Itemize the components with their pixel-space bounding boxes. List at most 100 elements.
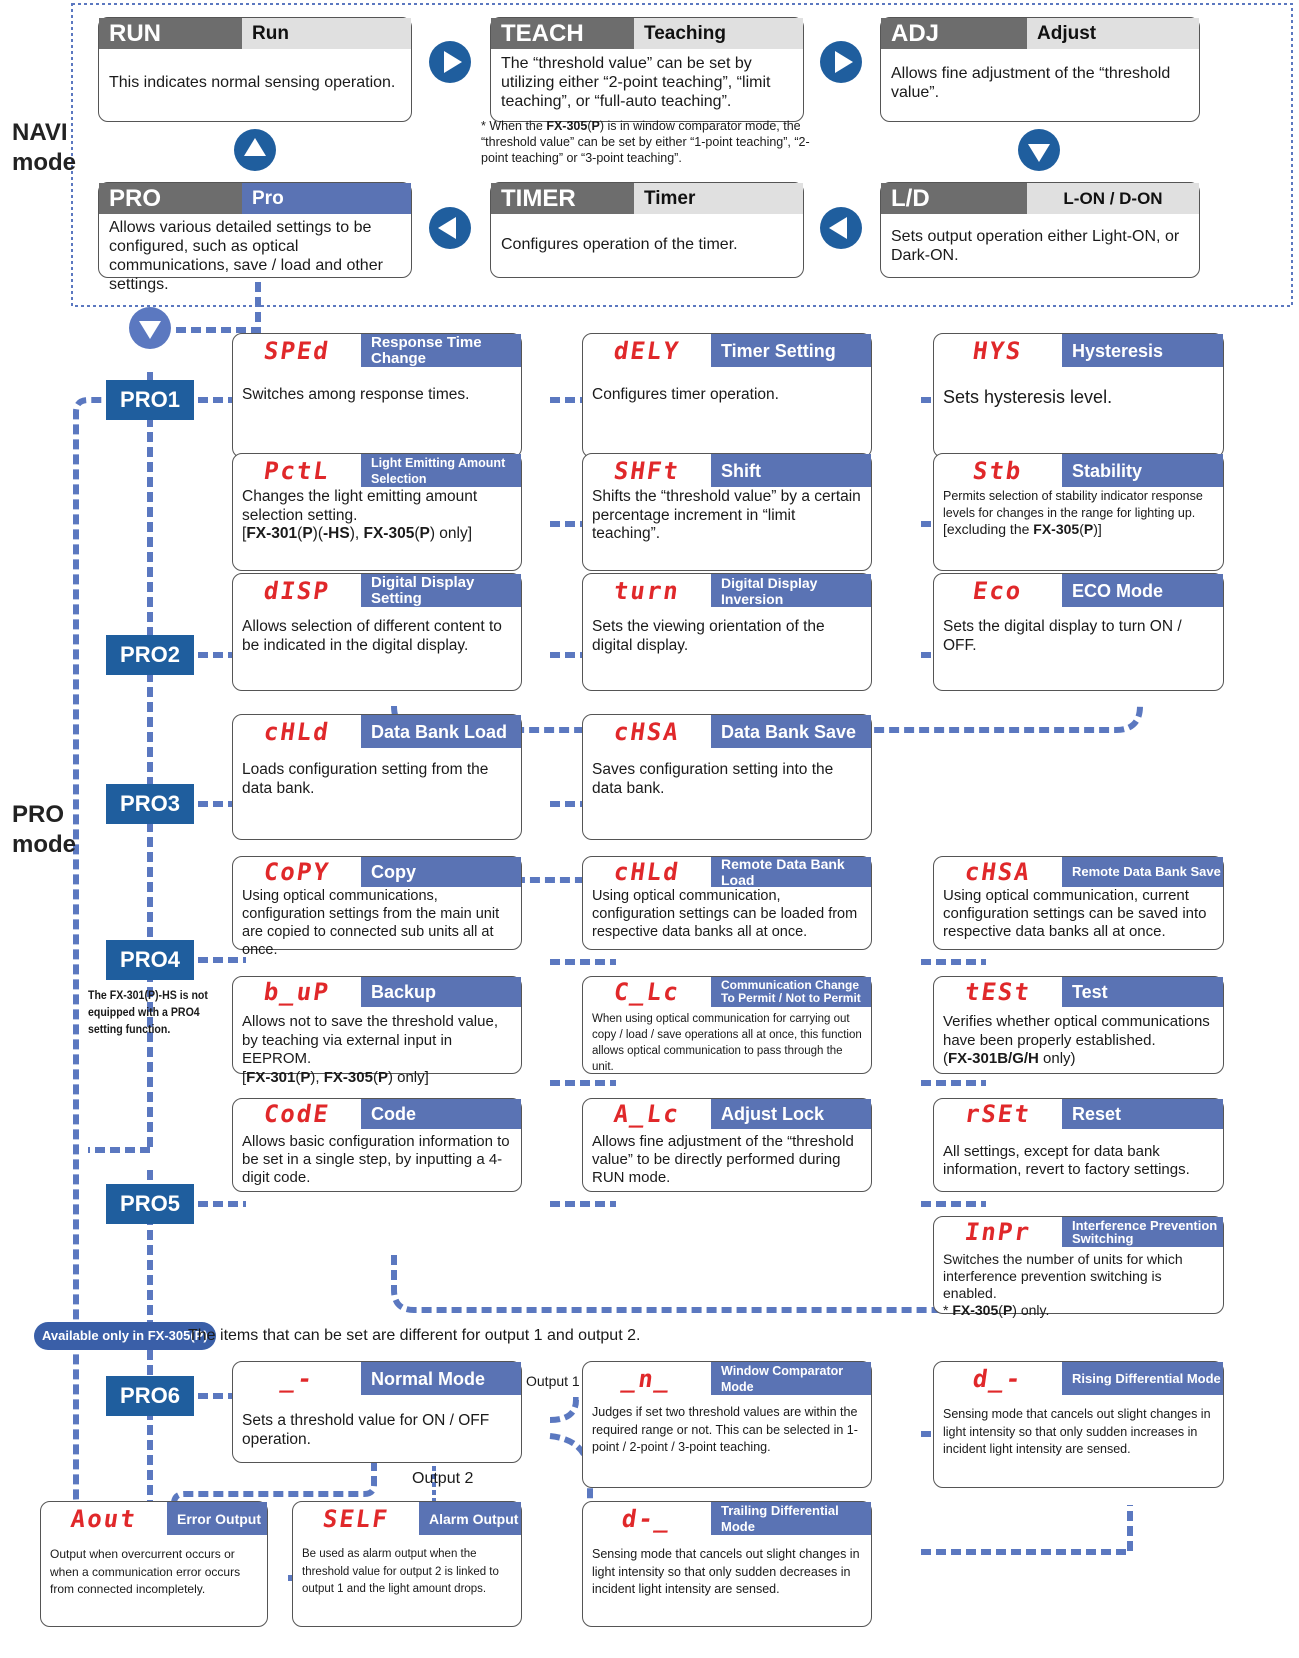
pro-box-turn[interactable]: turn Digital Display Inversion Sets the … bbox=[582, 573, 872, 691]
box-desc: Switches the number of units for which i… bbox=[943, 1251, 1183, 1318]
box-desc: Allows selection of different content to… bbox=[242, 618, 502, 654]
pro-box-rchld[interactable]: cHLd Remote Data Bank Load Using optical… bbox=[582, 856, 872, 950]
navi-adj-code: ADJ bbox=[881, 18, 1027, 49]
box-title: ECO Mode bbox=[1062, 574, 1223, 607]
box-title: Backup bbox=[361, 977, 521, 1007]
arrow-down-icon bbox=[1018, 129, 1060, 171]
segment-readout: _n_ bbox=[620, 1364, 674, 1393]
navi-run-desc: This indicates normal sensing operation. bbox=[109, 74, 396, 91]
box-desc: Configures timer operation. bbox=[592, 386, 779, 403]
available-text: The items that can be set are different … bbox=[188, 1327, 641, 1344]
segment-display: Eco bbox=[934, 574, 1062, 607]
box-desc: Using optical communications, configurat… bbox=[242, 888, 500, 958]
segment-readout: cHLd bbox=[612, 858, 682, 886]
pro-box-bup[interactable]: b_uP Backup Allows not to save the thres… bbox=[232, 976, 522, 1086]
segment-display: CoPY bbox=[233, 857, 361, 887]
pro-box-shft[interactable]: SHFt Shift Shifts the “threshold value” … bbox=[582, 453, 872, 571]
pro-box-dely[interactable]: dELY Timer Setting Configures timer oper… bbox=[582, 333, 872, 458]
pro4-tag[interactable]: PRO4 bbox=[106, 940, 194, 980]
pro-box-window[interactable]: _n_ Window Comparator Mode Judges if set… bbox=[582, 1361, 872, 1488]
segment-display: cHLd bbox=[583, 857, 711, 887]
box-title: Window Comparator Mode bbox=[711, 1362, 871, 1395]
pro-box-disp[interactable]: dISP Digital Display Setting Allows sele… bbox=[232, 573, 522, 691]
pro-box-code[interactable]: CodE Code Allows basic configuration inf… bbox=[232, 1098, 522, 1192]
segment-display: Stb bbox=[934, 454, 1062, 487]
box-title: Timer Setting bbox=[711, 334, 871, 367]
pro-box-clc[interactable]: C_Lc Communication Change To Permit / No… bbox=[582, 976, 872, 1074]
pro6-tag[interactable]: PRO6 bbox=[106, 1376, 194, 1416]
segment-display: InPr bbox=[934, 1217, 1062, 1247]
segment-display: HYS bbox=[934, 334, 1062, 367]
box-desc: Using optical communication, configurati… bbox=[592, 888, 858, 940]
navi-timer-desc: Configures operation of the timer. bbox=[501, 236, 738, 253]
pro-box-chld[interactable]: cHLd Data Bank Load Loads configuration … bbox=[232, 714, 522, 840]
navi-run-code: RUN bbox=[99, 18, 242, 49]
pro-box-rising[interactable]: d_- Rising Differential Mode Sensing mod… bbox=[933, 1361, 1224, 1488]
segment-readout: dELY bbox=[612, 336, 682, 365]
segment-readout: _- bbox=[278, 1364, 316, 1393]
segment-display: cHLd bbox=[233, 715, 361, 748]
box-title: Trailing Differential Mode bbox=[711, 1502, 871, 1535]
box-title: Rising Differential Mode bbox=[1062, 1362, 1223, 1395]
pro-box-aout[interactable]: Aout Error Output Output when overcurren… bbox=[40, 1501, 268, 1627]
box-title: Light Emitting Amount Selection bbox=[361, 454, 521, 487]
available-badge: Available only in FX-305(P) bbox=[34, 1322, 216, 1350]
segment-readout: Stb bbox=[971, 456, 1025, 485]
box-title: Test bbox=[1062, 977, 1223, 1007]
pro-box-chsa[interactable]: cHSA Data Bank Save Saves configuration … bbox=[582, 714, 872, 840]
box-desc: Permits selection of stability indicator… bbox=[943, 489, 1203, 537]
pro-box-pctl[interactable]: PctL Light Emitting Amount Selection Cha… bbox=[232, 453, 522, 571]
segment-readout: PctL bbox=[262, 456, 332, 485]
navi-pro-desc: Allows various detailed settings to be c… bbox=[109, 219, 383, 293]
segment-readout: CoPY bbox=[262, 858, 332, 886]
box-desc: Shifts the “threshold value” by a certai… bbox=[592, 488, 861, 542]
box-desc: Sets the viewing orientation of the digi… bbox=[592, 618, 825, 654]
box-desc: Saves configuration setting into the dat… bbox=[592, 761, 834, 797]
segment-readout: HYS bbox=[971, 336, 1025, 365]
navi-ld-box[interactable]: L/D L-ON / D-ON Sets output operation ei… bbox=[880, 182, 1200, 278]
segment-readout: Aout bbox=[69, 1504, 139, 1533]
segment-display: turn bbox=[583, 574, 711, 607]
pro-box-hys[interactable]: HYS Hysteresis Sets hysteresis level. bbox=[933, 333, 1224, 458]
segment-readout: cHSA bbox=[963, 858, 1033, 886]
navi-pro-box[interactable]: PRO Pro Allows various detailed settings… bbox=[98, 182, 412, 293]
box-desc: Allows fine adjustment of the “threshold… bbox=[592, 1133, 854, 1186]
box-desc: Sets hysteresis level. bbox=[943, 387, 1113, 407]
navi-teach-box[interactable]: TEACH Teaching The “threshold value” can… bbox=[490, 17, 804, 122]
pro-box-inpr[interactable]: InPr Interference Prevention Switching S… bbox=[933, 1216, 1224, 1318]
segment-display: Aout bbox=[41, 1502, 167, 1535]
pro2-tag[interactable]: PRO2 bbox=[106, 635, 194, 675]
segment-readout: tESt bbox=[963, 978, 1033, 1006]
box-title: Remote Data Bank Save bbox=[1062, 857, 1223, 887]
pro-box-trailing[interactable]: d-_ Trailing Differential Mode Sensing m… bbox=[582, 1501, 872, 1627]
navi-run-box[interactable]: RUN Run This indicates normal sensing op… bbox=[98, 17, 412, 122]
segment-display: cHSA bbox=[934, 857, 1062, 887]
navi-adj-desc: Allows fine adjustment of the “threshold… bbox=[891, 65, 1171, 101]
pro-box-alc[interactable]: A_Lc Adjust Lock Allows fine adjustment … bbox=[582, 1098, 872, 1192]
segment-display: d_- bbox=[934, 1362, 1062, 1395]
navi-run-name: Run bbox=[242, 18, 411, 49]
pro-box-test[interactable]: tESt Test Verifies whether optical commu… bbox=[933, 976, 1224, 1074]
navi-adj-box[interactable]: ADJ Adjust Allows fine adjustment of the… bbox=[880, 17, 1200, 122]
pro3-tag[interactable]: PRO3 bbox=[106, 784, 194, 824]
navi-teach-desc: The “threshold value” can be set by util… bbox=[501, 55, 771, 110]
pro-box-rchsa[interactable]: cHSA Remote Data Bank Save Using optical… bbox=[933, 856, 1224, 950]
segment-readout: cHSA bbox=[612, 717, 682, 746]
box-title: Digital Display Inversion bbox=[711, 574, 871, 607]
pro-box-normal[interactable]: _- Normal Mode Sets a threshold value fo… bbox=[232, 1361, 522, 1463]
segment-display: cHSA bbox=[583, 715, 711, 748]
pro-box-sped[interactable]: SPEd Response Time Change Switches among… bbox=[232, 333, 522, 458]
box-title: Remote Data Bank Load bbox=[711, 856, 871, 888]
pro-box-copy[interactable]: CoPY Copy Using optical communications, … bbox=[232, 856, 522, 958]
pro1-tag[interactable]: PRO1 bbox=[106, 380, 194, 420]
arrow-right-icon bbox=[429, 41, 471, 83]
pro-box-stb[interactable]: Stb Stability Permits selection of stabi… bbox=[933, 453, 1224, 571]
navi-timer-box[interactable]: TIMER Timer Configures operation of the … bbox=[490, 182, 804, 278]
pro-box-eco[interactable]: Eco ECO Mode Sets the digital display to… bbox=[933, 573, 1224, 691]
pro-box-self[interactable]: SELF Alarm Output Be used as alarm outpu… bbox=[292, 1501, 522, 1627]
segment-display: _n_ bbox=[583, 1362, 711, 1395]
pro-box-rset[interactable]: rSEt Reset All settings, except for data… bbox=[933, 1098, 1224, 1192]
segment-display: tESt bbox=[934, 977, 1062, 1007]
pro5-tag[interactable]: PRO5 bbox=[106, 1184, 194, 1224]
box-title: Data Bank Save bbox=[711, 715, 871, 748]
